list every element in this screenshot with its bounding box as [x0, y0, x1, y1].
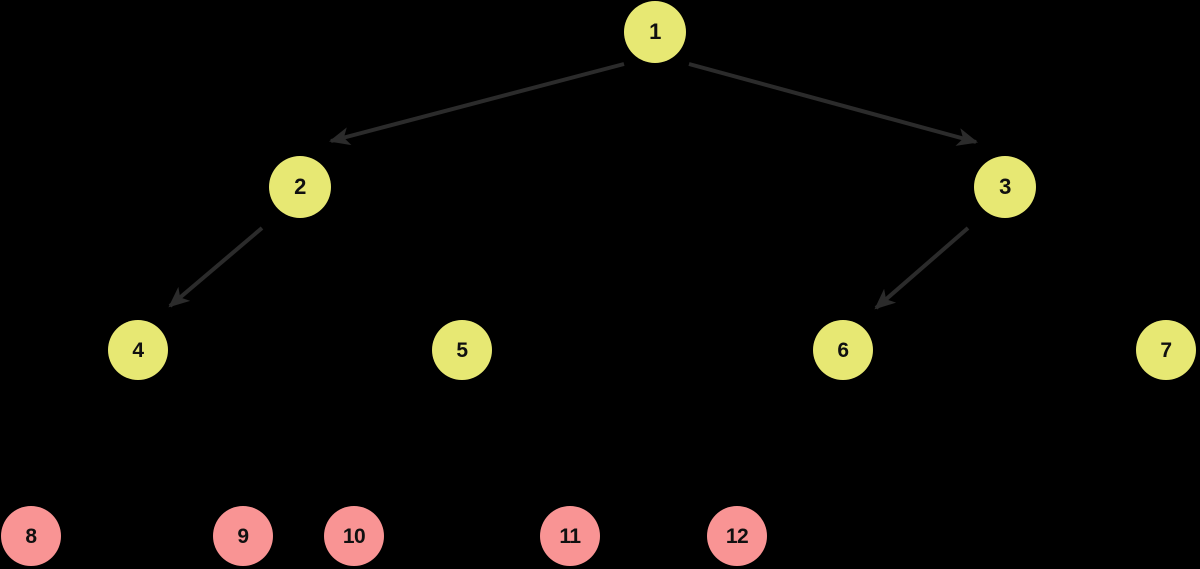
edge-2-4: [168, 226, 264, 308]
node-9-label: 9: [237, 524, 249, 548]
node-12[interactable]: 12: [707, 506, 767, 566]
node-4[interactable]: 4: [108, 320, 168, 380]
node-3[interactable]: 3: [974, 156, 1036, 218]
node-10[interactable]: 10: [324, 506, 384, 566]
node-8-label: 8: [25, 524, 37, 548]
node-6-label: 6: [837, 338, 849, 362]
node-5[interactable]: 5: [432, 320, 492, 380]
node-6[interactable]: 6: [813, 320, 873, 380]
node-1[interactable]: 1: [624, 1, 686, 63]
node-7-label: 7: [1160, 338, 1172, 362]
edge-3-6: [874, 226, 970, 310]
node-9[interactable]: 9: [213, 506, 273, 566]
node-11[interactable]: 11: [540, 506, 600, 566]
node-7[interactable]: 7: [1136, 320, 1196, 380]
node-11-label: 11: [559, 524, 581, 548]
node-12-label: 12: [725, 524, 749, 548]
edge-1-2: [328, 62, 625, 146]
node-2-label: 2: [294, 174, 306, 199]
node-1-label: 1: [649, 19, 661, 44]
node-3-label: 3: [999, 174, 1011, 199]
node-5-label: 5: [456, 338, 468, 362]
node-4-label: 4: [132, 338, 144, 362]
node-10-label: 10: [342, 524, 366, 548]
node-8[interactable]: 8: [1, 506, 61, 566]
node-2[interactable]: 2: [269, 156, 331, 218]
edge-1-3: [688, 62, 979, 146]
